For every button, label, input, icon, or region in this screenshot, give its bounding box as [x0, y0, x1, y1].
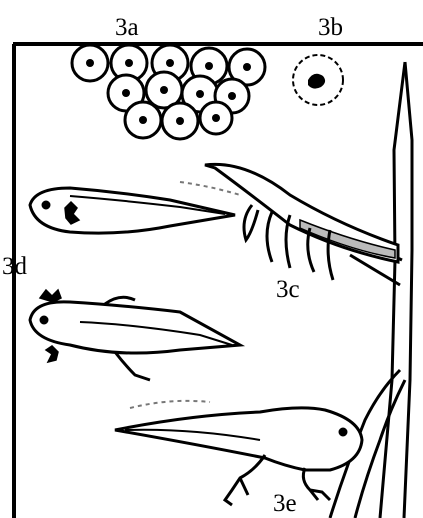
- single-egg-drawing: [293, 55, 343, 105]
- label-tadpoles: 3d: [2, 254, 27, 279]
- egg-cluster-drawing: [72, 45, 265, 139]
- hatchlings-on-leaf-drawing: [205, 164, 398, 280]
- label-egg-cluster: 3a: [115, 15, 139, 40]
- tadpole-late-drawing: [30, 290, 240, 380]
- label-hatchlings-on-plant: 3c: [276, 277, 300, 302]
- label-froglet: 3e: [273, 491, 297, 516]
- froglet-drawing: [115, 408, 362, 505]
- label-single-egg: 3b: [318, 15, 343, 40]
- tadpole-early-drawing: [30, 188, 235, 233]
